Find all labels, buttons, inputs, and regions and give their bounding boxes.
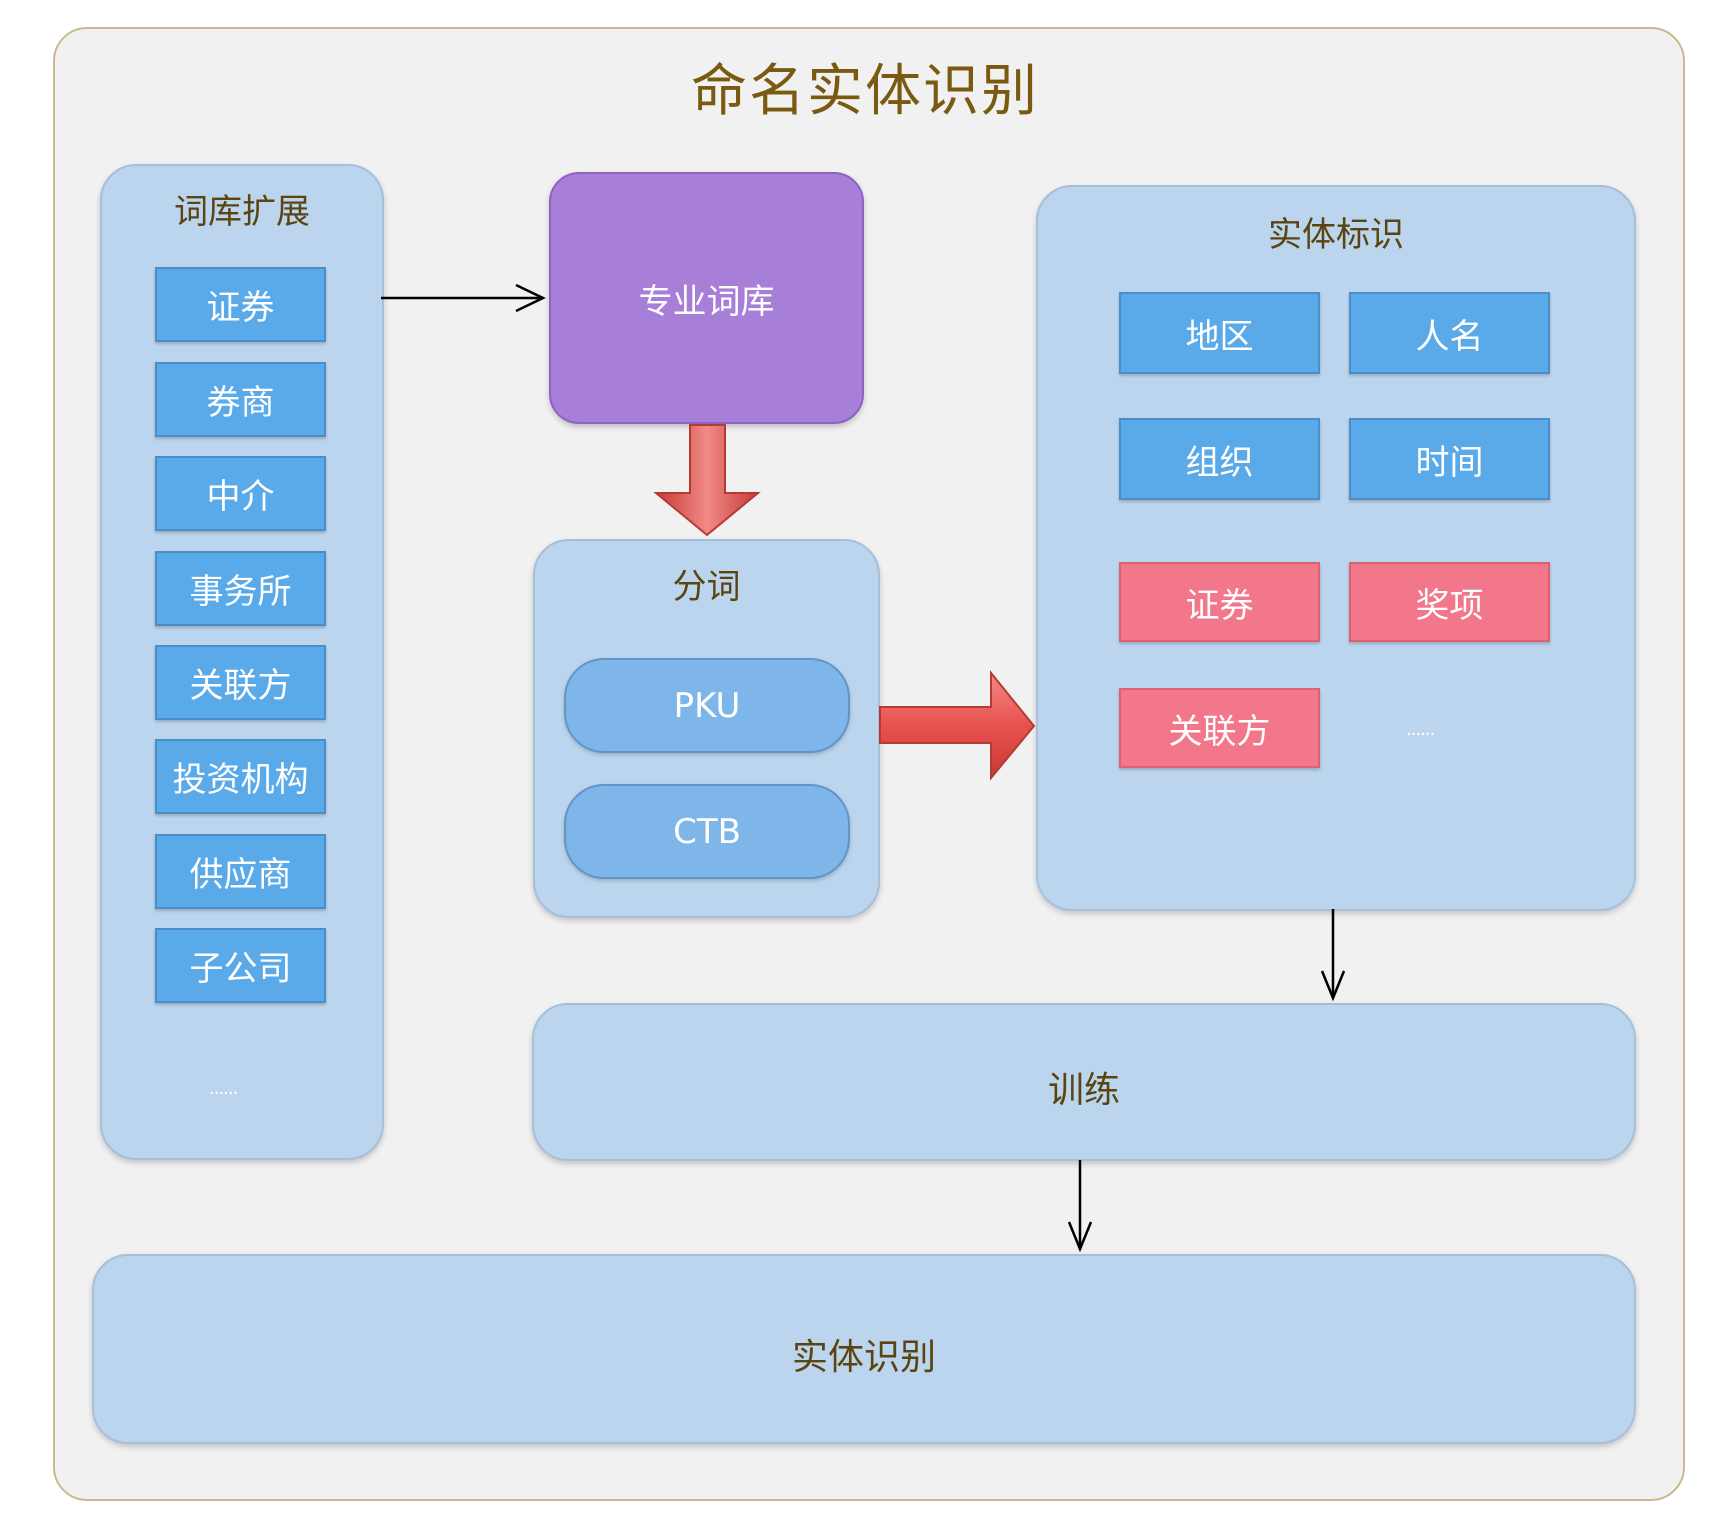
red-arrow-down <box>653 424 761 537</box>
training-bar: 训练 <box>532 1003 1636 1161</box>
entity-tag-ellipsis: ...... <box>1406 719 1435 740</box>
segmentation-pku: PKU <box>564 658 850 753</box>
lexicon-item-firm: 事务所 <box>155 551 326 626</box>
arrow-training-to-recognition <box>1067 1160 1093 1253</box>
arrow-tagging-to-training <box>1320 909 1346 1002</box>
lexicon-item-related-party: 关联方 <box>155 645 326 720</box>
lexicon-item-brokers: 券商 <box>155 362 326 437</box>
segmentation-title: 分词 <box>672 567 741 607</box>
lexicon-item-subsidiary: 子公司 <box>155 928 326 1003</box>
lexicon-ellipsis: ...... <box>209 1078 238 1099</box>
diagram-title: 命名实体识别 <box>691 59 1039 124</box>
entity-tag-person: 人名 <box>1349 292 1550 374</box>
lexicon-expansion-title: 词库扩展 <box>174 192 310 232</box>
arrow-lexicon-to-professional <box>381 283 546 313</box>
lexicon-item-supplier: 供应商 <box>155 834 326 909</box>
red-arrow-right <box>879 670 1036 781</box>
entity-tag-time: 时间 <box>1349 418 1550 500</box>
training-label: 训练 <box>1047 1070 1120 1111</box>
entity-tag-related-party: 关联方 <box>1119 688 1320 768</box>
entity-tag-organization: 组织 <box>1119 418 1320 500</box>
entity-recognition-label: 实体识别 <box>791 1337 936 1378</box>
entity-recognition-bar: 实体识别 <box>92 1254 1636 1444</box>
entity-tag-securities: 证券 <box>1119 562 1320 642</box>
lexicon-item-investment-institution: 投资机构 <box>155 739 326 814</box>
professional-lexicon-box: 专业词库 <box>549 172 864 424</box>
lexicon-item-intermediary: 中介 <box>155 456 326 531</box>
entity-tagging-title: 实体标识 <box>1268 215 1404 255</box>
segmentation-ctb: CTB <box>564 784 850 879</box>
entity-tag-award: 奖项 <box>1349 562 1550 642</box>
lexicon-item-securities: 证券 <box>155 267 326 342</box>
entity-tag-region: 地区 <box>1119 292 1320 374</box>
